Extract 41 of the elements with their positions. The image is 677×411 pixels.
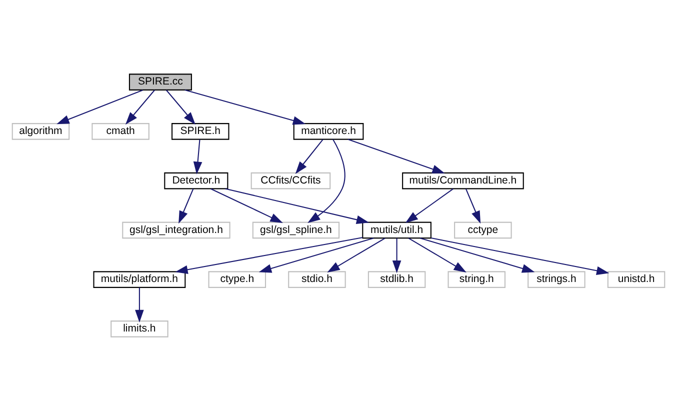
- arrow: [166, 90, 196, 125]
- node-box: algorithm: [12, 123, 70, 140]
- arrow: [56, 90, 143, 124]
- node-box: string.h: [448, 271, 506, 288]
- node-box: mutils/util.h: [362, 222, 432, 239]
- arrow: [392, 238, 402, 274]
- node-box: SPIRE.cc: [128, 74, 192, 90]
- arrow: [408, 238, 466, 272]
- node-box: stdlib.h: [368, 271, 426, 288]
- node-box: cmath: [92, 123, 150, 140]
- node-box: mutils/platform.h: [93, 271, 186, 288]
- node-box: Detector.h: [164, 172, 228, 190]
- node-box: CCfits/CCfits: [250, 172, 331, 190]
- arrow: [348, 138, 445, 174]
- node-box: strings.h: [528, 271, 586, 288]
- node-box: cctype: [454, 222, 512, 239]
- arrow: [465, 188, 481, 224]
- node-box: manticore.h: [293, 123, 364, 140]
- arrow: [420, 238, 535, 273]
- arrow: [327, 238, 386, 272]
- arrow: [125, 90, 155, 125]
- node-box: limits.h: [110, 320, 168, 338]
- arrow: [175, 237, 363, 274]
- arrow: [210, 188, 283, 223]
- arrow: [308, 139, 346, 223]
- node-box: mutils/CommandLine.h: [402, 172, 524, 190]
- arrow: [295, 139, 324, 174]
- node-box: ctype.h: [208, 271, 266, 288]
- arrow: [178, 188, 194, 224]
- arrow: [405, 188, 454, 224]
- arrow: [193, 139, 202, 174]
- node-box: stdio.h: [288, 271, 346, 288]
- arrow: [135, 288, 144, 322]
- node-box: unistd.h: [607, 271, 666, 288]
- arrow: [225, 188, 370, 224]
- node-box: gsl/gsl_spline.h: [252, 222, 340, 239]
- arrow: [258, 238, 374, 273]
- arrow: [184, 90, 306, 125]
- node-box: SPIRE.h: [171, 123, 230, 140]
- node-box: gsl/gsl_integration.h: [122, 222, 230, 239]
- arrow: [431, 238, 610, 276]
